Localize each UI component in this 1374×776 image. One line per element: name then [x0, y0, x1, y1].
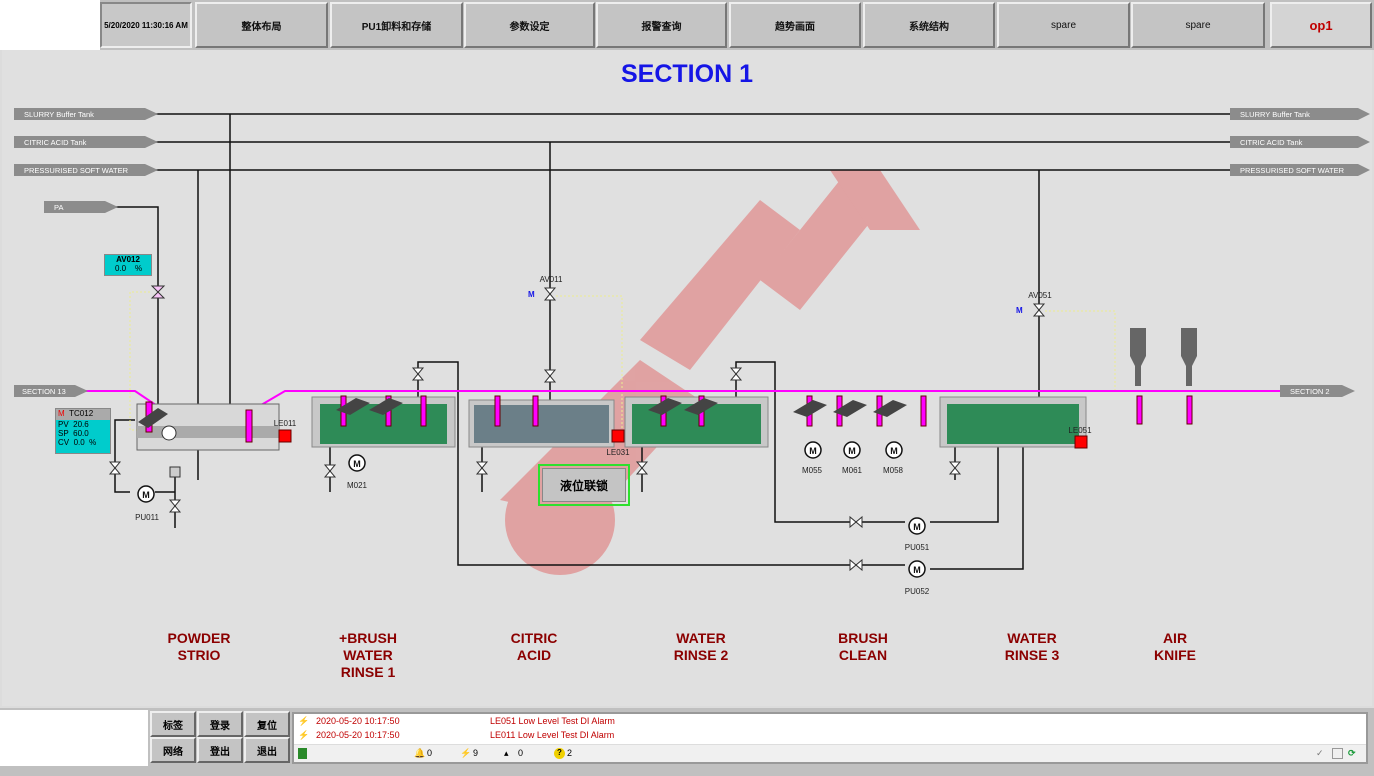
- nav-alarm-query[interactable]: 报警查询: [596, 2, 727, 48]
- m058-label: M058: [883, 466, 904, 475]
- le051-indicator: [1074, 435, 1088, 449]
- m055-label: M055: [802, 466, 823, 475]
- m021-motor-icon[interactable]: M: [353, 459, 361, 469]
- le011-indicator: [278, 429, 292, 443]
- av051-label: AV051: [1028, 291, 1052, 300]
- citric-acid-tank: [468, 399, 615, 448]
- av012-display[interactable]: AV012 0.0 %: [104, 254, 152, 276]
- level-interlock-button[interactable]: 液位联锁: [542, 468, 626, 502]
- sp-value: 60.0: [73, 429, 89, 438]
- status-flag-icon: [298, 748, 307, 759]
- tag-button[interactable]: 标签: [150, 711, 196, 737]
- soft-water-label-right: PRESSURISED SOFT WATER: [1240, 166, 1345, 175]
- pv-label: PV: [58, 420, 69, 429]
- alarm-icon: ⚡: [298, 716, 310, 726]
- tc012-faceplate[interactable]: M TC012 PV 20.6 SP 60.0 CV 0.0 %: [55, 408, 111, 454]
- pu011-motor-icon[interactable]: M: [142, 490, 150, 500]
- citric-tank-label: CITRIC ACID Tank: [24, 138, 87, 147]
- cv-value: 0.0: [73, 438, 85, 447]
- slurry-tank-label-right: SLURRY Buffer Tank: [1240, 110, 1310, 119]
- silence-icon[interactable]: [1332, 748, 1343, 759]
- level-interlock-frame: 液位联锁: [538, 464, 630, 506]
- le051-label: LE051: [1068, 426, 1092, 435]
- pu051-motor-icon[interactable]: M: [913, 522, 921, 532]
- refresh-icon[interactable]: ⟳: [1348, 748, 1356, 758]
- datetime-display: 5/20/2020 11:30:16 AM: [100, 2, 192, 48]
- nav-spare-1[interactable]: spare: [997, 2, 1130, 48]
- low-icon: ▴: [504, 748, 509, 758]
- bell-icon: 🔔: [414, 748, 426, 758]
- nav-pu1-unload-storage[interactable]: PU1卸料和存储: [330, 2, 463, 48]
- logout-button[interactable]: 登出: [197, 737, 243, 763]
- ack-icon: ⚡: [460, 748, 472, 758]
- le031-indicator: [611, 429, 625, 443]
- m061-label: M061: [842, 466, 863, 475]
- nav-system-structure[interactable]: 系统结构: [863, 2, 995, 48]
- exit-button[interactable]: 退出: [244, 737, 290, 763]
- section13-label: SECTION 13: [22, 387, 66, 396]
- av011-mode: M: [528, 290, 535, 299]
- ack-count: 9: [473, 748, 479, 758]
- m055-motor-icon[interactable]: M: [809, 446, 817, 456]
- citric-tank-label-right: CITRIC ACID Tank: [1240, 138, 1303, 147]
- nav-parameter-settings[interactable]: 参数设定: [464, 2, 595, 48]
- reset-button[interactable]: 复位: [244, 711, 290, 737]
- m061-motor-icon[interactable]: M: [848, 446, 856, 456]
- le031-label: LE031: [606, 448, 630, 457]
- pa-label: PA: [54, 203, 63, 212]
- av012-name: AV012: [116, 255, 140, 264]
- le011-label: LE011: [274, 419, 297, 428]
- m058-motor-icon[interactable]: M: [890, 446, 898, 456]
- question-count: 2: [567, 748, 573, 758]
- pu011-label: PU011: [135, 513, 159, 522]
- logo-area: [0, 0, 100, 50]
- page-title: SECTION 1: [621, 60, 753, 88]
- nav-overall-layout[interactable]: 整体布局: [195, 2, 328, 48]
- slurry-tank-label: SLURRY Buffer Tank: [24, 110, 94, 119]
- watermark-logo: [500, 170, 920, 575]
- pu052-motor-icon[interactable]: M: [913, 565, 921, 575]
- sp-label: SP: [58, 429, 69, 438]
- av012-value: 0.0: [115, 264, 127, 273]
- section2-label: SECTION 2: [1290, 387, 1330, 396]
- bell-count: 0: [427, 748, 433, 758]
- alarm-icon: ⚡: [298, 730, 310, 740]
- login-button[interactable]: 登录: [197, 711, 243, 737]
- nav-trend[interactable]: 趋势画面: [729, 2, 861, 48]
- bottom-logo-area: [0, 710, 148, 766]
- cv-unit: %: [89, 438, 97, 447]
- alarm-status-bar: 🔔0 ⚡9 ▴0 ?2 ✓ ⟳: [294, 744, 1366, 762]
- cv-label: CV: [58, 438, 70, 447]
- soft-water-label: PRESSURISED SOFT WATER: [24, 166, 129, 175]
- acknowledge-icon[interactable]: ✓: [1316, 748, 1324, 758]
- nav-spare-2[interactable]: spare: [1131, 2, 1265, 48]
- av051-mode: M: [1016, 306, 1023, 315]
- low-count: 0: [518, 748, 524, 758]
- tc012-name: TC012: [69, 409, 94, 418]
- m021-label: M021: [347, 481, 368, 490]
- pv-value: 20.6: [73, 420, 89, 429]
- pu052-label: PU052: [905, 587, 930, 596]
- user-button[interactable]: op1: [1270, 2, 1372, 48]
- av012-unit: %: [135, 264, 143, 273]
- pu051-label: PU051: [905, 543, 930, 552]
- tc012-mode: M: [58, 409, 65, 418]
- av011-label: AV011: [540, 275, 563, 284]
- question-icon: ?: [554, 748, 565, 759]
- rinse3-tank: [939, 396, 1087, 448]
- network-button[interactable]: 网络: [150, 737, 196, 763]
